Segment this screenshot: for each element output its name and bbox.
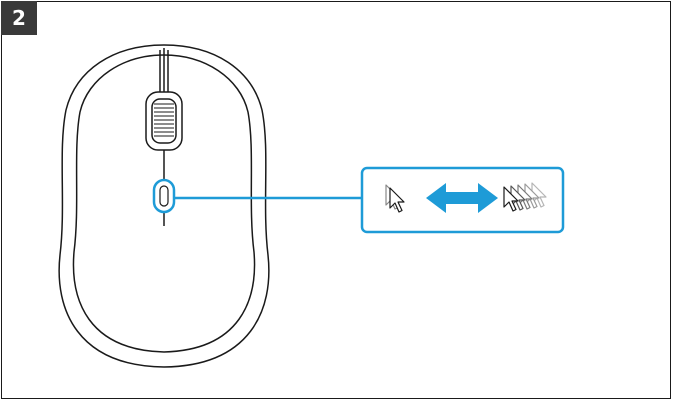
double-arrow-icon [426, 183, 498, 213]
step-number-badge: 2 [1, 1, 37, 35]
computer-mouse-icon [58, 44, 270, 368]
dpi-button-icon [152, 178, 176, 214]
